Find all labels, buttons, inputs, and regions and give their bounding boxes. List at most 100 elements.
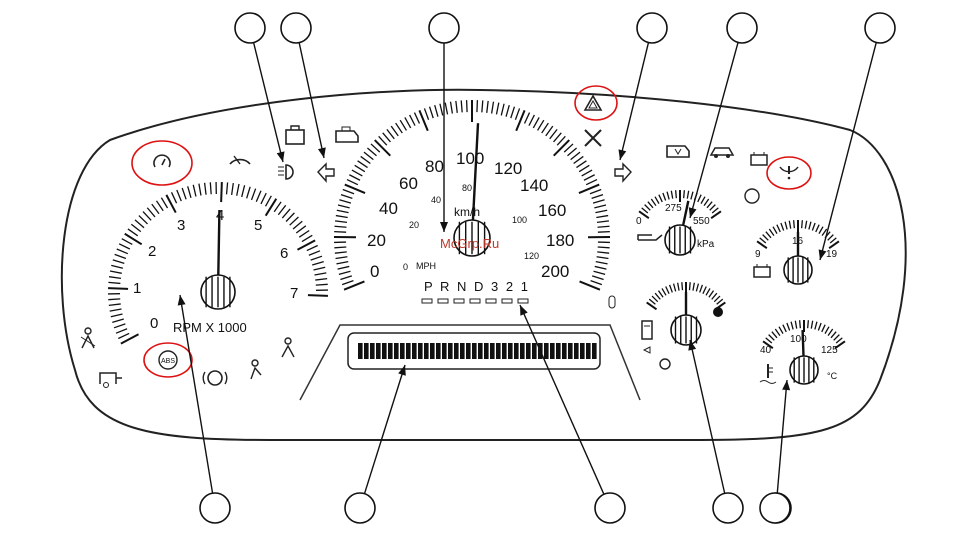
gauge-tick — [292, 220, 303, 230]
speedo-tick-label: 80 — [425, 157, 444, 176]
gauge-tick — [567, 147, 578, 157]
odometer-display — [358, 343, 597, 359]
odometer-segment — [526, 343, 531, 359]
gauge-tick — [646, 301, 658, 311]
service-icon — [584, 129, 602, 147]
gauge-tick — [335, 214, 348, 219]
odometer-reset-button[interactable] — [608, 295, 616, 309]
gauge-tick — [762, 340, 774, 350]
gauge-tick — [573, 155, 584, 165]
turn-signal-right-icon — [614, 162, 632, 183]
gauge-tick — [771, 331, 778, 339]
gauge-tick — [315, 277, 328, 281]
temp-max-label: 125 — [821, 345, 838, 356]
callout-circle — [759, 492, 791, 524]
gauge-tick — [591, 194, 604, 200]
gauge-tick — [490, 101, 495, 114]
gauge-tick — [444, 102, 449, 115]
speedo-tick-label: 0 — [370, 262, 379, 281]
gauge-tick — [307, 294, 328, 297]
odometer-segment — [382, 343, 387, 359]
gauge-tick — [815, 224, 820, 233]
volt-mid-label: 16 — [792, 236, 804, 247]
gauge-tick — [109, 270, 122, 274]
gauge-tick — [666, 191, 670, 200]
gauge-tick — [677, 282, 680, 291]
prndl-dash — [501, 298, 513, 304]
gauge-tick — [250, 188, 257, 201]
speedo-tick-label: 40 — [379, 199, 398, 218]
callout-circle — [712, 492, 744, 524]
abs-label: ABS — [161, 358, 175, 365]
speedo-tick-label: 140 — [520, 176, 548, 195]
gauge-tick — [597, 230, 610, 233]
gauge-tick — [702, 286, 707, 295]
speedo-inner-label: 100 — [512, 215, 527, 225]
callout-leader — [819, 42, 877, 261]
oil-max-label: 550 — [693, 216, 710, 227]
tach-tick-label: 0 — [150, 315, 158, 332]
callout-arrowhead — [177, 295, 186, 306]
gauge-tick — [203, 182, 207, 195]
gauge-tick — [118, 243, 131, 250]
gauge-tick — [115, 328, 128, 334]
coolant-temp-icon — [759, 364, 777, 384]
speedometer — [333, 100, 611, 291]
gauge-tick — [170, 192, 178, 204]
callout-circle — [234, 12, 266, 44]
gauge-tick — [528, 114, 535, 126]
security-icon — [285, 125, 305, 145]
brake-system-icon — [202, 370, 228, 386]
gauge-tick — [418, 110, 429, 132]
gauge-tick — [409, 114, 416, 126]
gauge-tick — [264, 198, 278, 217]
gauge-tick — [833, 334, 840, 341]
callout-circle — [344, 492, 376, 524]
gauge-tick — [285, 212, 295, 222]
gauge-tick — [591, 275, 604, 281]
gauge-tick — [597, 246, 610, 249]
gauge-tick — [708, 290, 715, 298]
gauge-tick — [338, 270, 351, 275]
odometer-segment — [484, 343, 489, 359]
gauge-tick — [110, 313, 123, 318]
callout-arrowhead — [520, 305, 528, 316]
gauge-tick — [697, 194, 702, 203]
gauge-tick — [363, 151, 374, 161]
speedo-tick-label: 160 — [538, 201, 566, 220]
speedo-mph-label: MPH — [416, 261, 436, 271]
odometer-segment — [388, 343, 393, 359]
gauge-tick — [827, 328, 834, 336]
gauge-tick — [111, 264, 124, 269]
odometer-segment — [448, 343, 453, 359]
callout-arrowhead — [398, 365, 406, 376]
low-oil-level-icon — [666, 145, 690, 158]
callout-arrowhead — [688, 207, 697, 218]
gauge-tick — [716, 298, 724, 305]
gauge-tick — [346, 179, 359, 186]
tach-tick-label: 4 — [216, 207, 224, 224]
gauge-tick — [585, 179, 598, 186]
gauge-tick — [784, 221, 788, 230]
prndl-dash — [517, 298, 529, 304]
gauge-tick — [241, 185, 246, 198]
gauge-tick — [553, 139, 570, 157]
callout-arrowhead — [818, 249, 827, 260]
odometer-segment — [580, 343, 585, 359]
battery-icon — [753, 264, 771, 278]
turn-signal-left-icon — [317, 162, 335, 183]
callout-leader — [689, 339, 726, 494]
gauge-tick — [334, 220, 348, 224]
gauge-tick — [804, 220, 808, 229]
gauge-tick — [706, 201, 713, 209]
gauge-tick — [810, 320, 814, 329]
abs-warning-icon: ABS — [158, 350, 178, 370]
gauge-tick — [246, 186, 251, 199]
gauge-tick — [835, 337, 843, 344]
vehicle-icon — [709, 147, 735, 158]
gauge-tick — [762, 234, 769, 241]
coolant-temperature-gauge — [762, 320, 846, 385]
gauge-tick — [399, 119, 407, 131]
gauge-tick — [281, 208, 291, 219]
gauge-tick — [198, 183, 202, 196]
